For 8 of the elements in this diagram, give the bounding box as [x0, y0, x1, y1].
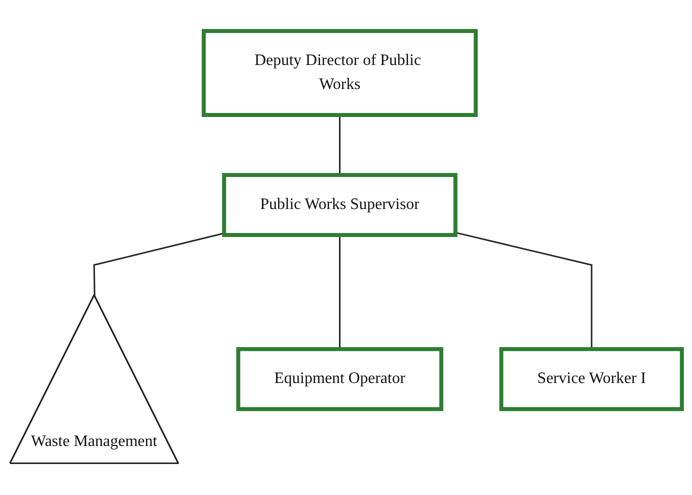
node-box: Service Worker I: [499, 348, 684, 412]
connector: [93, 232, 224, 296]
node-box: Equipment Operator: [236, 348, 444, 412]
connector: [339, 235, 341, 350]
connector: [455, 232, 592, 350]
connector: [339, 115, 341, 176]
node-box: Deputy Director of Public Works: [202, 29, 478, 118]
node-box: Public Works Supervisor: [222, 173, 458, 238]
